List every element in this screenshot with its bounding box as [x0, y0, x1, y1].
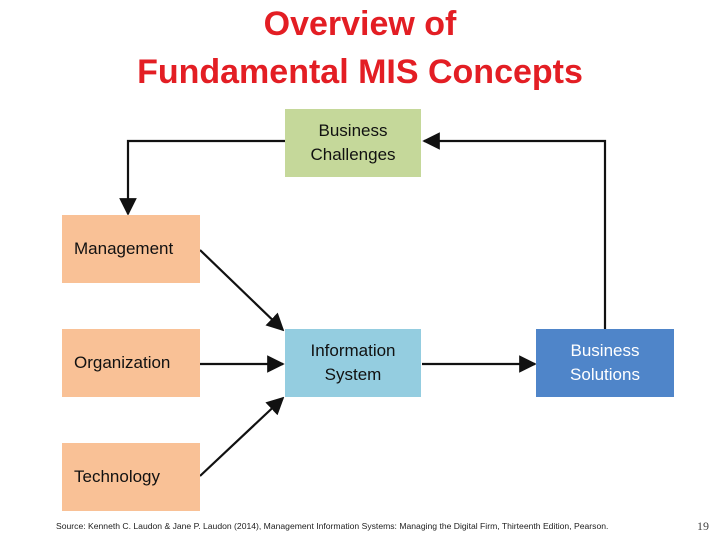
management-label: Management [74, 239, 174, 258]
business-solutions-box: Business Solutions [536, 329, 674, 397]
business-challenges-label: Business Challenges [310, 121, 396, 164]
arrow-technology-to-information-system [199, 396, 285, 477]
business-challenges-box: Business Challenges [285, 109, 421, 177]
slide-title-line-2: Fundamental MIS Concepts [137, 53, 583, 91]
technology-box: Technology [62, 443, 200, 511]
technology-label: Technology [74, 467, 161, 486]
organization-box: Organization [62, 329, 200, 397]
source-citation: Source: Kenneth C. Laudon & Jane P. Laud… [56, 521, 609, 531]
information-system-label: Information System [310, 341, 396, 384]
business-solutions-label: Business Solutions [570, 341, 640, 384]
information-system-box: Information System [285, 329, 421, 397]
slide-title-line-1: Overview of [263, 5, 457, 43]
arrow-solutions-to-challenges [422, 132, 607, 330]
arrow-challenges-to-management [119, 139, 285, 216]
management-box: Management [62, 215, 200, 283]
arrow-management-to-information-system [199, 249, 285, 332]
page-number: 19 [697, 519, 709, 533]
organization-label: Organization [74, 353, 171, 372]
